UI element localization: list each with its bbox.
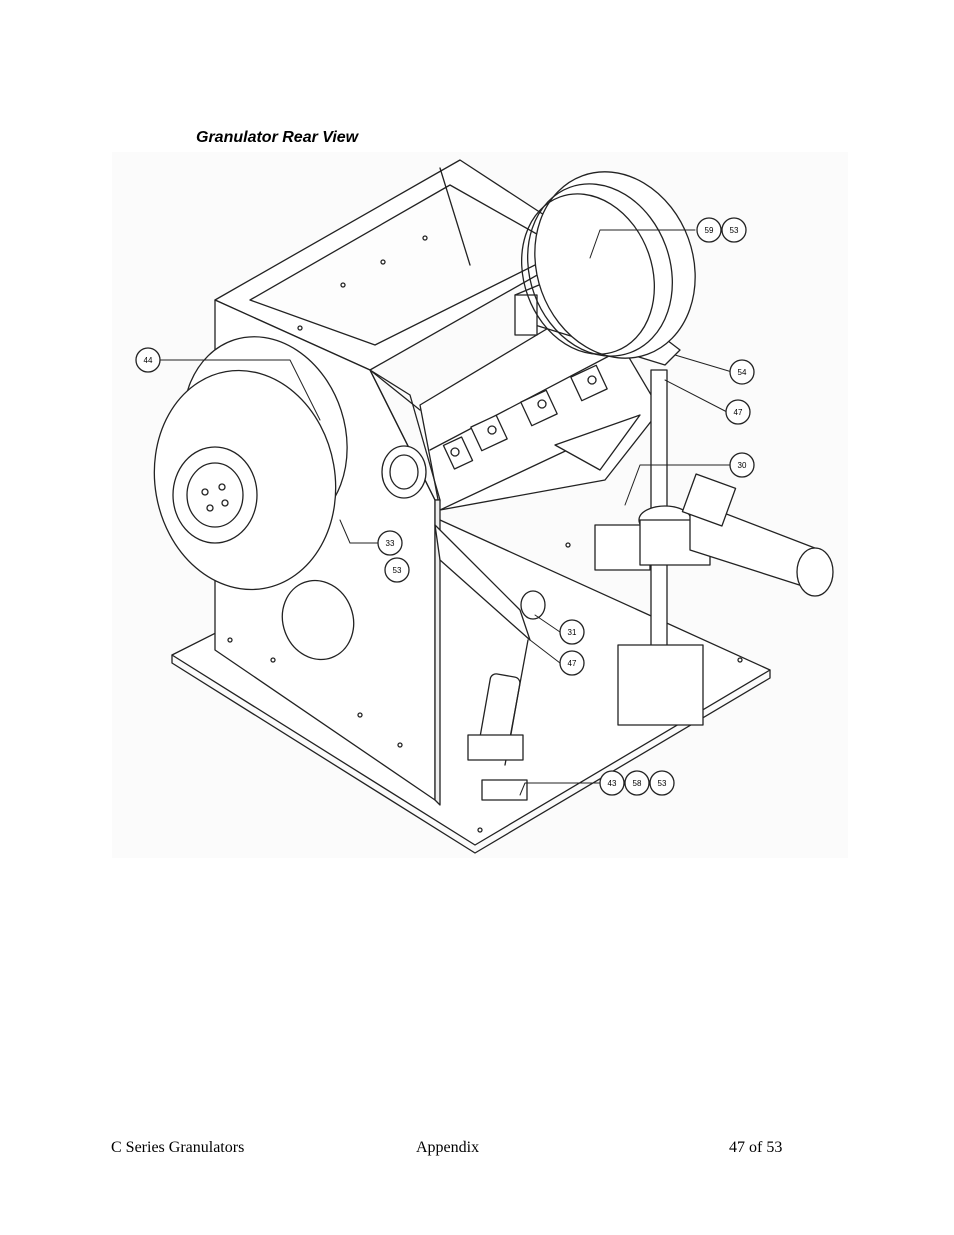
callout-53-bottom (649, 770, 675, 796)
footer-section: Appendix (416, 1139, 480, 1156)
callout-label: 47 (734, 408, 743, 417)
bolt-holes (227, 235, 743, 833)
figure-title: Granulator Rear View (196, 129, 359, 146)
granulator-rear-view-drawing: 59 53 54 47 30 44 33 53 31 47 43 58 53 (112, 152, 848, 858)
callout-label: 54 (738, 368, 747, 377)
callout-circles (135, 217, 755, 796)
drive-pulley (520, 171, 696, 359)
callout-47-bottom (559, 650, 585, 676)
callout-label: 53 (730, 226, 739, 235)
callout-33 (377, 530, 403, 556)
callout-label: 31 (568, 628, 577, 637)
motor (681, 473, 834, 597)
callout-30 (729, 452, 755, 478)
callout-label: 53 (393, 566, 402, 575)
callout-59 (696, 217, 722, 243)
knife-clamps (442, 364, 608, 470)
callout-label: 33 (386, 539, 395, 548)
callout-53-mid (384, 557, 410, 583)
leader-lines (159, 229, 733, 796)
callout-label: 43 (608, 779, 617, 788)
callout-47-top (725, 399, 751, 425)
callout-labels: 59 53 54 47 30 44 33 53 31 47 43 58 53 (144, 226, 747, 788)
callout-label: 53 (658, 779, 667, 788)
callout-label: 59 (705, 226, 714, 235)
callout-label: 44 (144, 356, 153, 365)
callout-53-top (721, 217, 747, 243)
callout-label: 30 (738, 461, 747, 470)
footer-page-number: 47 of 53 (729, 1139, 783, 1156)
callout-31 (559, 619, 585, 645)
callout-43 (599, 770, 625, 796)
callout-44 (135, 347, 161, 373)
callout-label: 58 (633, 779, 642, 788)
right-upright-cylinder (594, 369, 711, 726)
callout-label: 47 (568, 659, 577, 668)
flywheel (153, 336, 348, 591)
callout-54 (729, 359, 755, 385)
left-cylinder (467, 639, 529, 801)
footer-document-title: C Series Granulators (111, 1139, 245, 1156)
callout-58 (624, 770, 650, 796)
